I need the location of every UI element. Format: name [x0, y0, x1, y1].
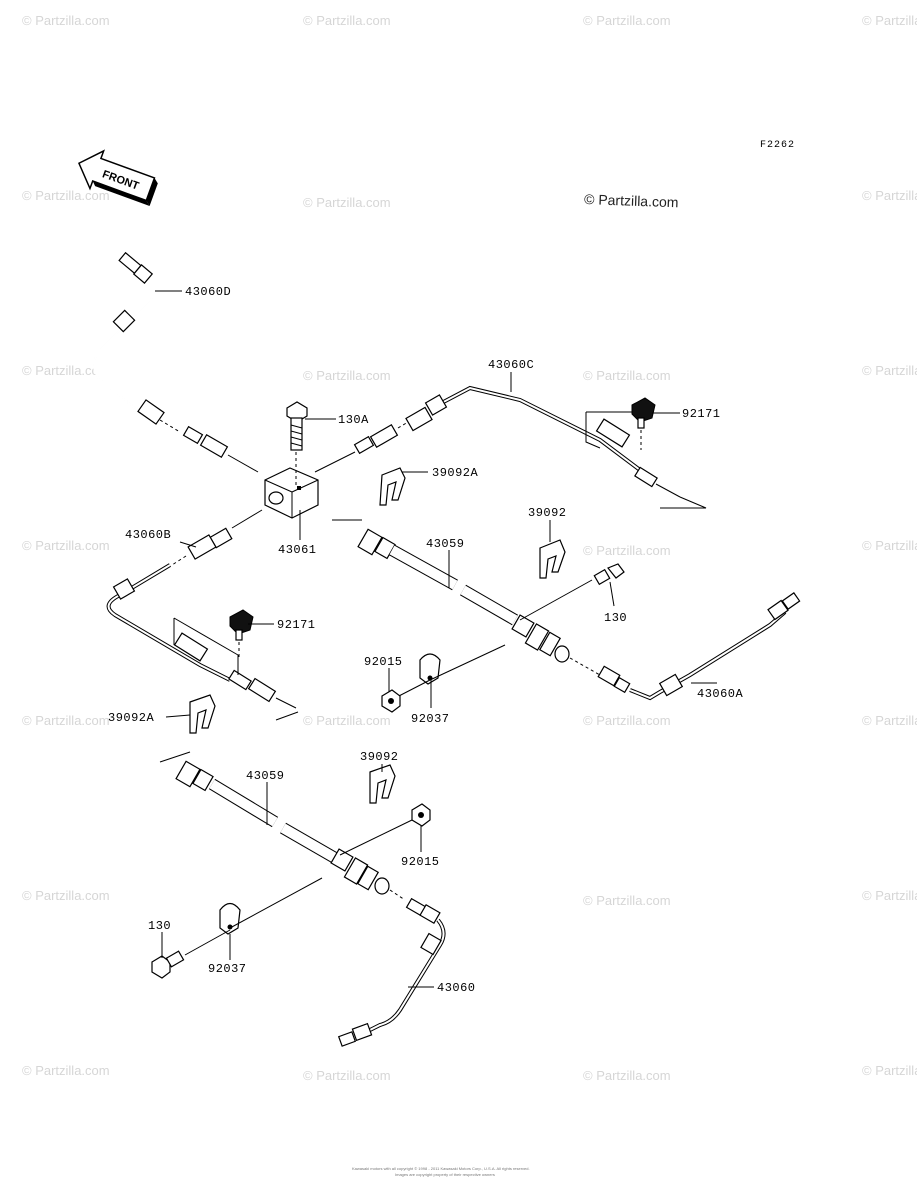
part-label-43060C[interactable]: 43060C [488, 358, 534, 372]
watermark: © Partzilla.com [862, 13, 917, 28]
watermark: © Partzilla.com [303, 713, 391, 728]
watermark: © Partzilla.com [22, 1063, 110, 1078]
clip-39092-upper [539, 539, 566, 579]
brake-hose-43059-upper [332, 519, 593, 663]
watermark: © Partzilla.com [583, 1068, 671, 1083]
brake-hose-43060A [569, 592, 801, 701]
clamp-92037-upper [394, 644, 506, 699]
watermark: © Partzilla.com [862, 538, 917, 553]
watermark: © Partzilla.com [862, 713, 917, 728]
brake-hose-43060 [337, 889, 446, 1047]
leader-lines [155, 290, 717, 988]
watermark: © Partzilla.com [583, 893, 671, 908]
part-label-92171[interactable]: 92171 [682, 407, 721, 421]
watermark: © Partzilla.com [22, 13, 110, 28]
watermark: © Partzilla.com [22, 188, 110, 203]
part-label-39092A[interactable]: 39092A [108, 711, 155, 725]
bleeder-valve-92171-lower [229, 609, 254, 660]
bolt-130-upper [593, 563, 625, 586]
part-label-39092[interactable]: 39092 [528, 506, 567, 520]
part-label-130A[interactable]: 130A [338, 413, 369, 427]
watermark: © Partzilla.com [303, 13, 391, 28]
watermark: © Partzilla.com [862, 1063, 917, 1078]
nut-92015-upper [381, 689, 401, 713]
watermark-grid: © Partzilla.com © Partzilla.com © Partzi… [22, 13, 917, 1083]
watermark: © Partzilla.com [862, 363, 917, 378]
part-labels: 43060D 43060C 130A 92171 39092A 39092 43… [108, 285, 744, 995]
part-label-43059[interactable]: 43059 [426, 537, 465, 551]
part-label-43060A[interactable]: 43060A [697, 687, 744, 701]
copyright-label: © Partzilla.com [584, 191, 679, 210]
part-label-130[interactable]: 130 [148, 919, 171, 933]
watermark: © Partzilla.com [303, 195, 391, 210]
bolt-130A [286, 401, 308, 485]
part-label-92037[interactable]: 92037 [208, 962, 247, 976]
part-label-92037[interactable]: 92037 [411, 712, 450, 726]
footer-line-2: Images are copyright property of their r… [395, 1172, 495, 1177]
watermark: © Partzilla.com [22, 538, 110, 553]
part-label-43060D[interactable]: 43060D [185, 285, 231, 299]
part-label-43061[interactable]: 43061 [278, 543, 317, 557]
footer-line-1: Kawasaki motors with all copyright © 199… [352, 1166, 530, 1171]
bleeder-valve-92171-upper [631, 397, 656, 450]
nut-92015-lower [411, 803, 431, 827]
part-label-43060B[interactable]: 43060B [125, 528, 171, 542]
part-label-39092A[interactable]: 39092A [432, 466, 479, 480]
watermark: © Partzilla.com [22, 888, 110, 903]
watermark: © Partzilla.com [583, 368, 671, 383]
watermark: © Partzilla.com [583, 13, 671, 28]
watermark: © Partzilla.com [22, 363, 110, 378]
watermark: © Partzilla.com [22, 713, 110, 728]
clip-39092A-upper [379, 467, 406, 506]
watermark: © Partzilla.com [303, 368, 391, 383]
part-label-92015[interactable]: 92015 [364, 655, 403, 669]
brake-hose-43060D [93, 251, 259, 473]
watermark: © Partzilla.com [862, 188, 917, 203]
watermark: © Partzilla.com [583, 713, 671, 728]
part-label-130[interactable]: 130 [604, 611, 627, 625]
part-label-43060[interactable]: 43060 [437, 981, 476, 995]
brake-hose-43059-lower [159, 751, 413, 895]
watermark: © Partzilla.com [862, 888, 917, 903]
clamp-92037-lower [184, 877, 323, 956]
brake-hose-43060B [106, 509, 299, 721]
diagram-code: F2262 [760, 140, 795, 151]
brake-hose-43060C [314, 385, 707, 509]
watermark: © Partzilla.com [583, 543, 671, 558]
front-arrow-icon: FRONT [77, 149, 158, 206]
part-label-39092[interactable]: 39092 [360, 750, 399, 764]
part-label-43059[interactable]: 43059 [246, 769, 285, 783]
part-label-92015[interactable]: 92015 [401, 855, 440, 869]
clip-39092A-lower [189, 694, 216, 734]
clip-39092-lower [369, 764, 396, 804]
watermark: © Partzilla.com [303, 1068, 391, 1083]
part-label-92171[interactable]: 92171 [277, 618, 316, 632]
bolt-130-lower [151, 950, 185, 979]
brake-junction-43061 [264, 467, 319, 519]
